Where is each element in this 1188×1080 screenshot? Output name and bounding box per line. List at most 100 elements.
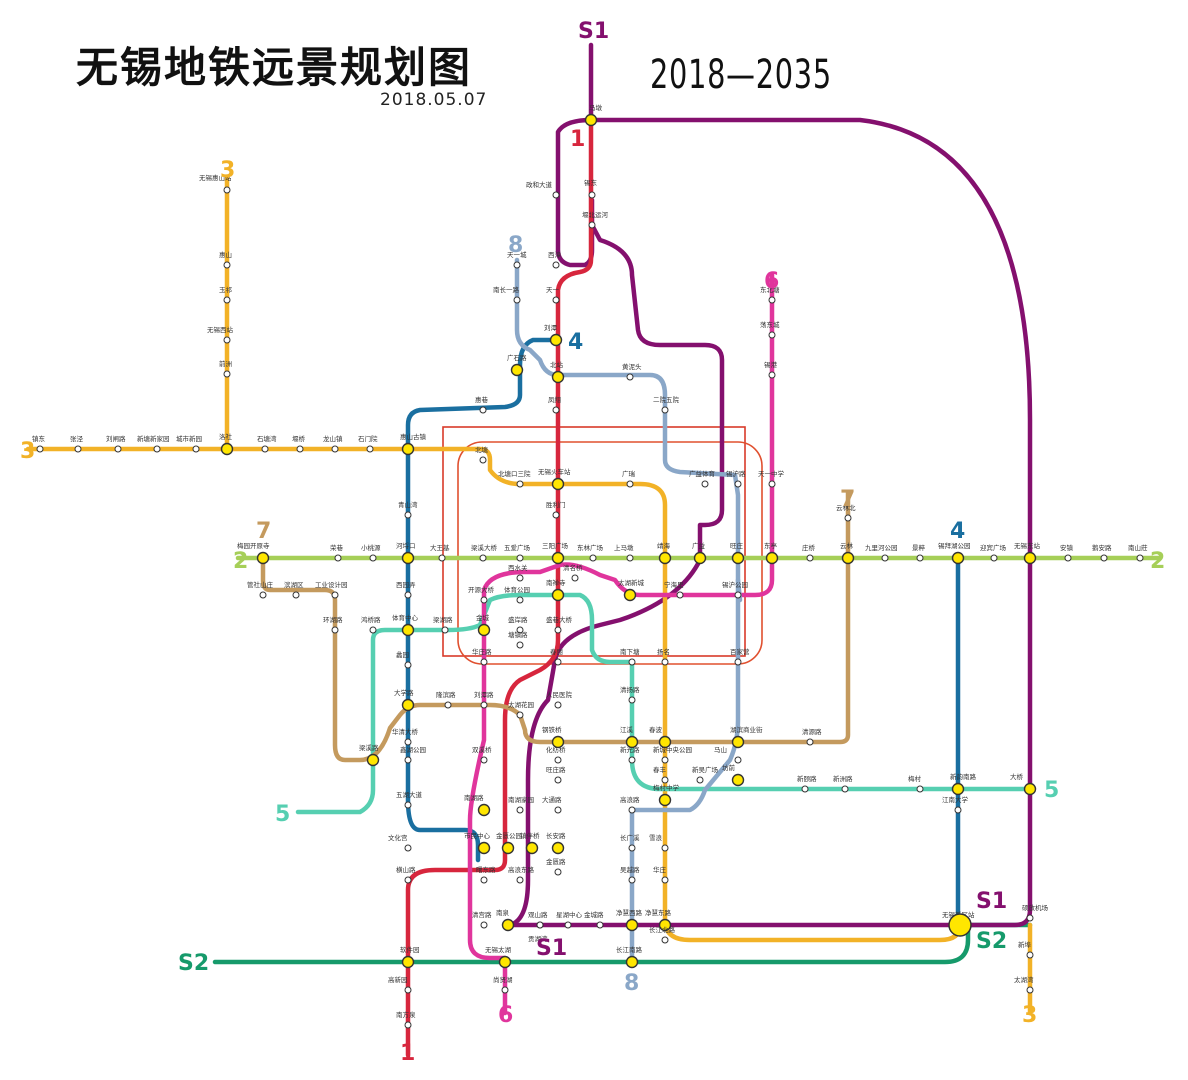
station-label: 张泾 xyxy=(70,434,84,443)
station-label: 人民医院 xyxy=(546,690,573,699)
station-marker xyxy=(480,658,488,666)
station-label: 广石路 xyxy=(507,353,527,362)
station-label: 南长一路 xyxy=(493,285,520,294)
station-label: 扬名 xyxy=(657,647,670,656)
line-number-label: 4 xyxy=(950,519,965,544)
station-marker xyxy=(404,756,412,764)
station-marker xyxy=(366,445,374,453)
station-label: 星湖中心 xyxy=(556,910,583,919)
station-label: 镇伴桥 xyxy=(520,831,540,840)
station-label: 五爱广场 xyxy=(504,543,531,552)
station-label: 梁湖路 xyxy=(433,615,453,624)
station-marker xyxy=(951,551,965,565)
station-label: 江南大学 xyxy=(942,795,969,804)
station-marker xyxy=(551,551,565,565)
station-marker xyxy=(731,551,745,565)
station-label: 梁溪路 xyxy=(359,743,379,752)
station-label: 长江北路 xyxy=(649,925,676,934)
station-label: 庄桥 xyxy=(802,543,816,552)
line-number-label: 6 xyxy=(498,1003,513,1028)
station-label: 北塘 xyxy=(475,445,489,454)
station-label: 云林北 xyxy=(836,503,856,512)
station-label: 镇东 xyxy=(32,434,46,443)
station-label: 净慧西路 xyxy=(616,908,643,917)
station-label: 新吴广场 xyxy=(692,765,719,774)
station-label: 新颐路 xyxy=(797,774,817,783)
station-marker xyxy=(734,591,742,599)
station-marker xyxy=(36,445,44,453)
station-marker xyxy=(916,554,924,562)
line-number-label: S1 xyxy=(578,19,609,44)
station-label: 南方泉 xyxy=(396,1010,416,1019)
station-label: 城市新园 xyxy=(176,434,202,443)
station-label: 春丽 xyxy=(550,647,564,656)
station-label: 荣巷 xyxy=(330,543,344,552)
station-label: 滨湖区 xyxy=(284,580,304,589)
station-label: 南湖路 xyxy=(464,793,484,802)
station-marker xyxy=(74,445,82,453)
station-marker xyxy=(628,658,636,666)
station-marker xyxy=(696,776,704,784)
line-S1-path xyxy=(588,117,1033,928)
station-marker xyxy=(1026,914,1034,922)
line-number-label: S1 xyxy=(536,936,567,961)
station-label: 惠山古镇 xyxy=(400,432,427,441)
station-label: 玉祁 xyxy=(219,285,233,294)
station-marker xyxy=(588,221,596,229)
station-label: 东北塘 xyxy=(760,285,780,294)
station-marker xyxy=(552,191,560,199)
station-marker xyxy=(551,841,565,855)
station-marker xyxy=(552,511,560,519)
station-marker xyxy=(438,554,446,562)
station-label: 金城路 xyxy=(584,910,604,919)
station-label: 南禅寺 xyxy=(546,578,566,587)
station-marker xyxy=(658,551,672,565)
station-label: 太湖湾 xyxy=(1014,975,1034,984)
station-label: 云林 xyxy=(840,541,854,550)
station-marker xyxy=(693,551,707,565)
station-label: 吴越路 xyxy=(620,865,640,874)
station-marker xyxy=(658,918,672,932)
station-label: 金城 xyxy=(476,613,490,622)
station-marker xyxy=(498,955,512,969)
station-marker xyxy=(479,406,487,414)
station-marker xyxy=(554,868,562,876)
station-marker xyxy=(661,936,669,944)
station-label: 清源路 xyxy=(802,727,822,736)
station-label: 迎宾广场 xyxy=(980,543,1007,552)
station-label: 隆滨路 xyxy=(436,690,456,699)
station-marker xyxy=(223,370,231,378)
station-marker xyxy=(1100,554,1108,562)
station-marker xyxy=(554,701,562,709)
station-marker xyxy=(596,921,604,929)
station-marker xyxy=(296,445,304,453)
station-label: 石塘湾 xyxy=(257,434,277,443)
station-label: 马墩 xyxy=(589,103,603,112)
station-label: 景粹 xyxy=(912,543,926,552)
station-label: 金匮路 xyxy=(546,857,566,866)
line-number-label: 7 xyxy=(840,487,855,512)
station-marker xyxy=(881,554,889,562)
line-number-label: 1 xyxy=(400,1041,415,1066)
station-marker xyxy=(223,186,231,194)
station-marker xyxy=(516,876,524,884)
station-label: 清宫路 xyxy=(472,910,492,919)
station-label: 无锡东站 xyxy=(1014,541,1041,550)
line-number-label: 8 xyxy=(508,233,523,258)
station-marker xyxy=(516,806,524,814)
station-marker xyxy=(331,626,339,634)
line-S2-path xyxy=(212,925,971,965)
station-marker xyxy=(153,445,161,453)
station-label: 金匮公园 xyxy=(496,831,522,840)
line-number-label: 7 xyxy=(256,519,271,544)
station-marker xyxy=(625,735,639,749)
station-marker xyxy=(734,480,742,488)
plan-years: 2018—2035 xyxy=(650,52,832,98)
station-label: 双溪桥 xyxy=(472,745,492,754)
station-label: 南山莊 xyxy=(1128,543,1148,552)
station-marker xyxy=(223,336,231,344)
station-label: 前洲 xyxy=(219,359,232,368)
station-label: 观山路 xyxy=(528,910,548,919)
station-label: 清名桥 xyxy=(563,563,583,572)
